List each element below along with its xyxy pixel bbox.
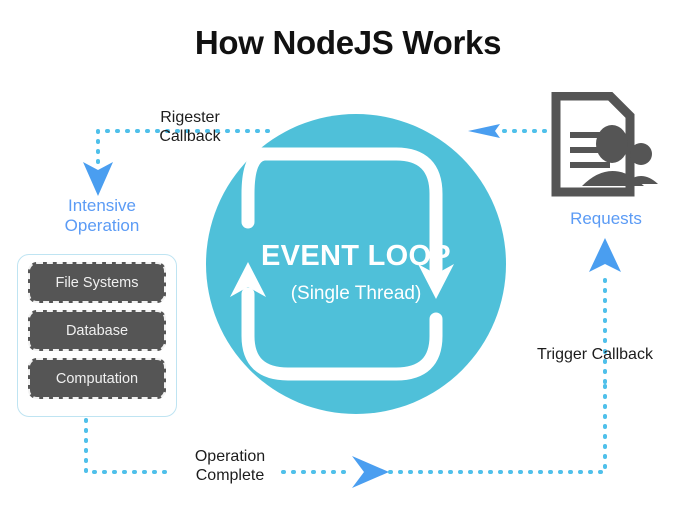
label-intensive-operation: Intensive Operation [64,196,140,236]
person-large-body [582,171,644,186]
intensive-operation-group: File Systems Database Computation [17,254,177,417]
document-line-3 [570,162,610,168]
event-loop-arrows [230,147,454,381]
document-people-icon [551,92,658,197]
op-box-file-systems: File Systems [28,262,166,303]
event-loop-title: EVENT LOOP [261,240,451,272]
label-requests: Requests [570,209,642,228]
arrow-down-register [83,162,113,196]
document-line-2 [570,147,610,153]
page-title: How NodeJS Works [194,24,502,61]
loop-path-clockwise [249,147,443,276]
arrow-right-operation [352,456,389,488]
loop-arrow-up [230,262,266,297]
label-register-callback: Rigester Callback [159,109,221,146]
op-box-computation: Computation [28,358,166,399]
label-trigger-callback: Trigger Callback [537,346,653,363]
loop-path-counter [241,287,443,381]
arrow-up-trigger [589,238,621,272]
op-box-label: Computation [55,370,139,387]
loop-arrow-down [418,264,454,299]
connector-loop-to-intensive [96,129,270,170]
person-large-head [596,125,628,163]
connector-bottom-to-right [388,380,607,474]
connector-intensive-to-bottom [84,418,174,474]
op-box-label: Database [65,322,129,339]
arrow-left-requests [468,124,500,138]
person-small-head [630,143,652,165]
op-box-database: Database [28,310,166,351]
label-operation-complete: Operation Complete [194,448,266,485]
document-line-1 [570,132,610,138]
op-box-label: File Systems [55,274,139,291]
event-loop-subtitle: (Single Thread) [290,283,422,304]
loop-path-topleft [241,147,271,229]
